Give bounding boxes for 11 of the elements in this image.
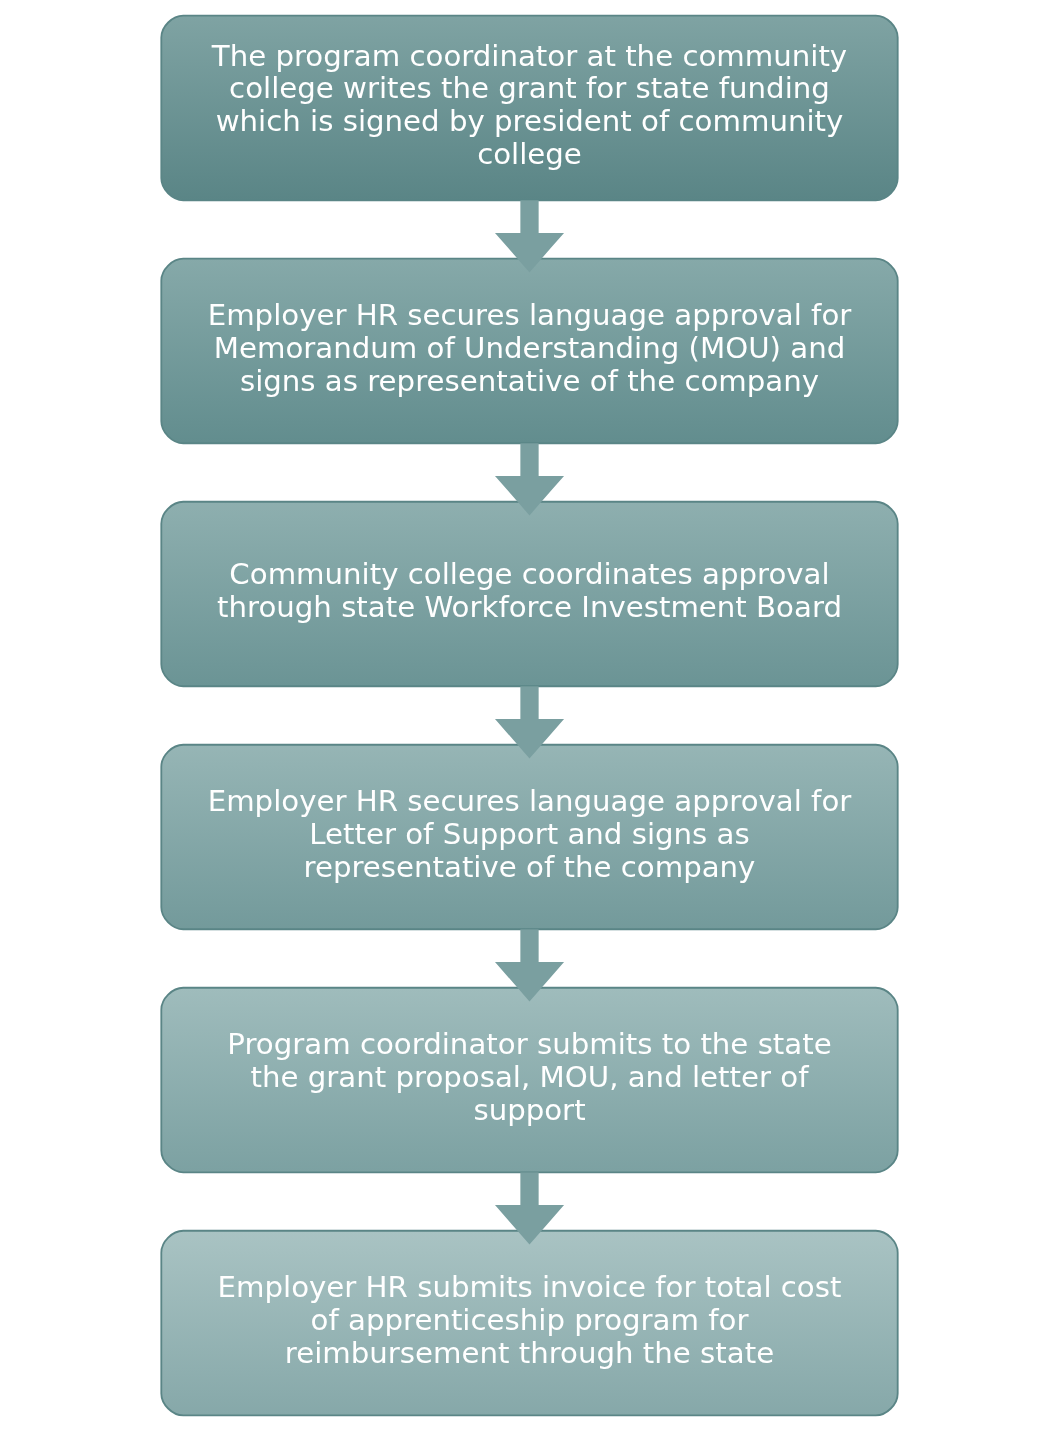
arrow [494, 443, 564, 516]
node-box: Employer HR secures language approval for Memorandum of Understanding (MOU) and signs as representative of the company [159, 257, 899, 445]
node-box: Employer HR submits invoice for total cost of apprenticeship program for reimbursement through the state [159, 1229, 899, 1417]
arrow [494, 929, 564, 1002]
node-box: Employer HR secures language approval for Letter of Support and signs as representative of the company [159, 743, 899, 931]
arrow [494, 686, 564, 759]
node-box: Program coordinator submits to the state the grant proposal, MOU, and letter of support [159, 986, 899, 1174]
node-box: The program coordinator at the community college writes the grant for state funding which is signed by president of community college [159, 14, 899, 202]
arrow [494, 1172, 564, 1245]
arrow [494, 200, 564, 273]
node-box: Community college coordinates approval through state Workforce Investment Board [159, 500, 899, 688]
